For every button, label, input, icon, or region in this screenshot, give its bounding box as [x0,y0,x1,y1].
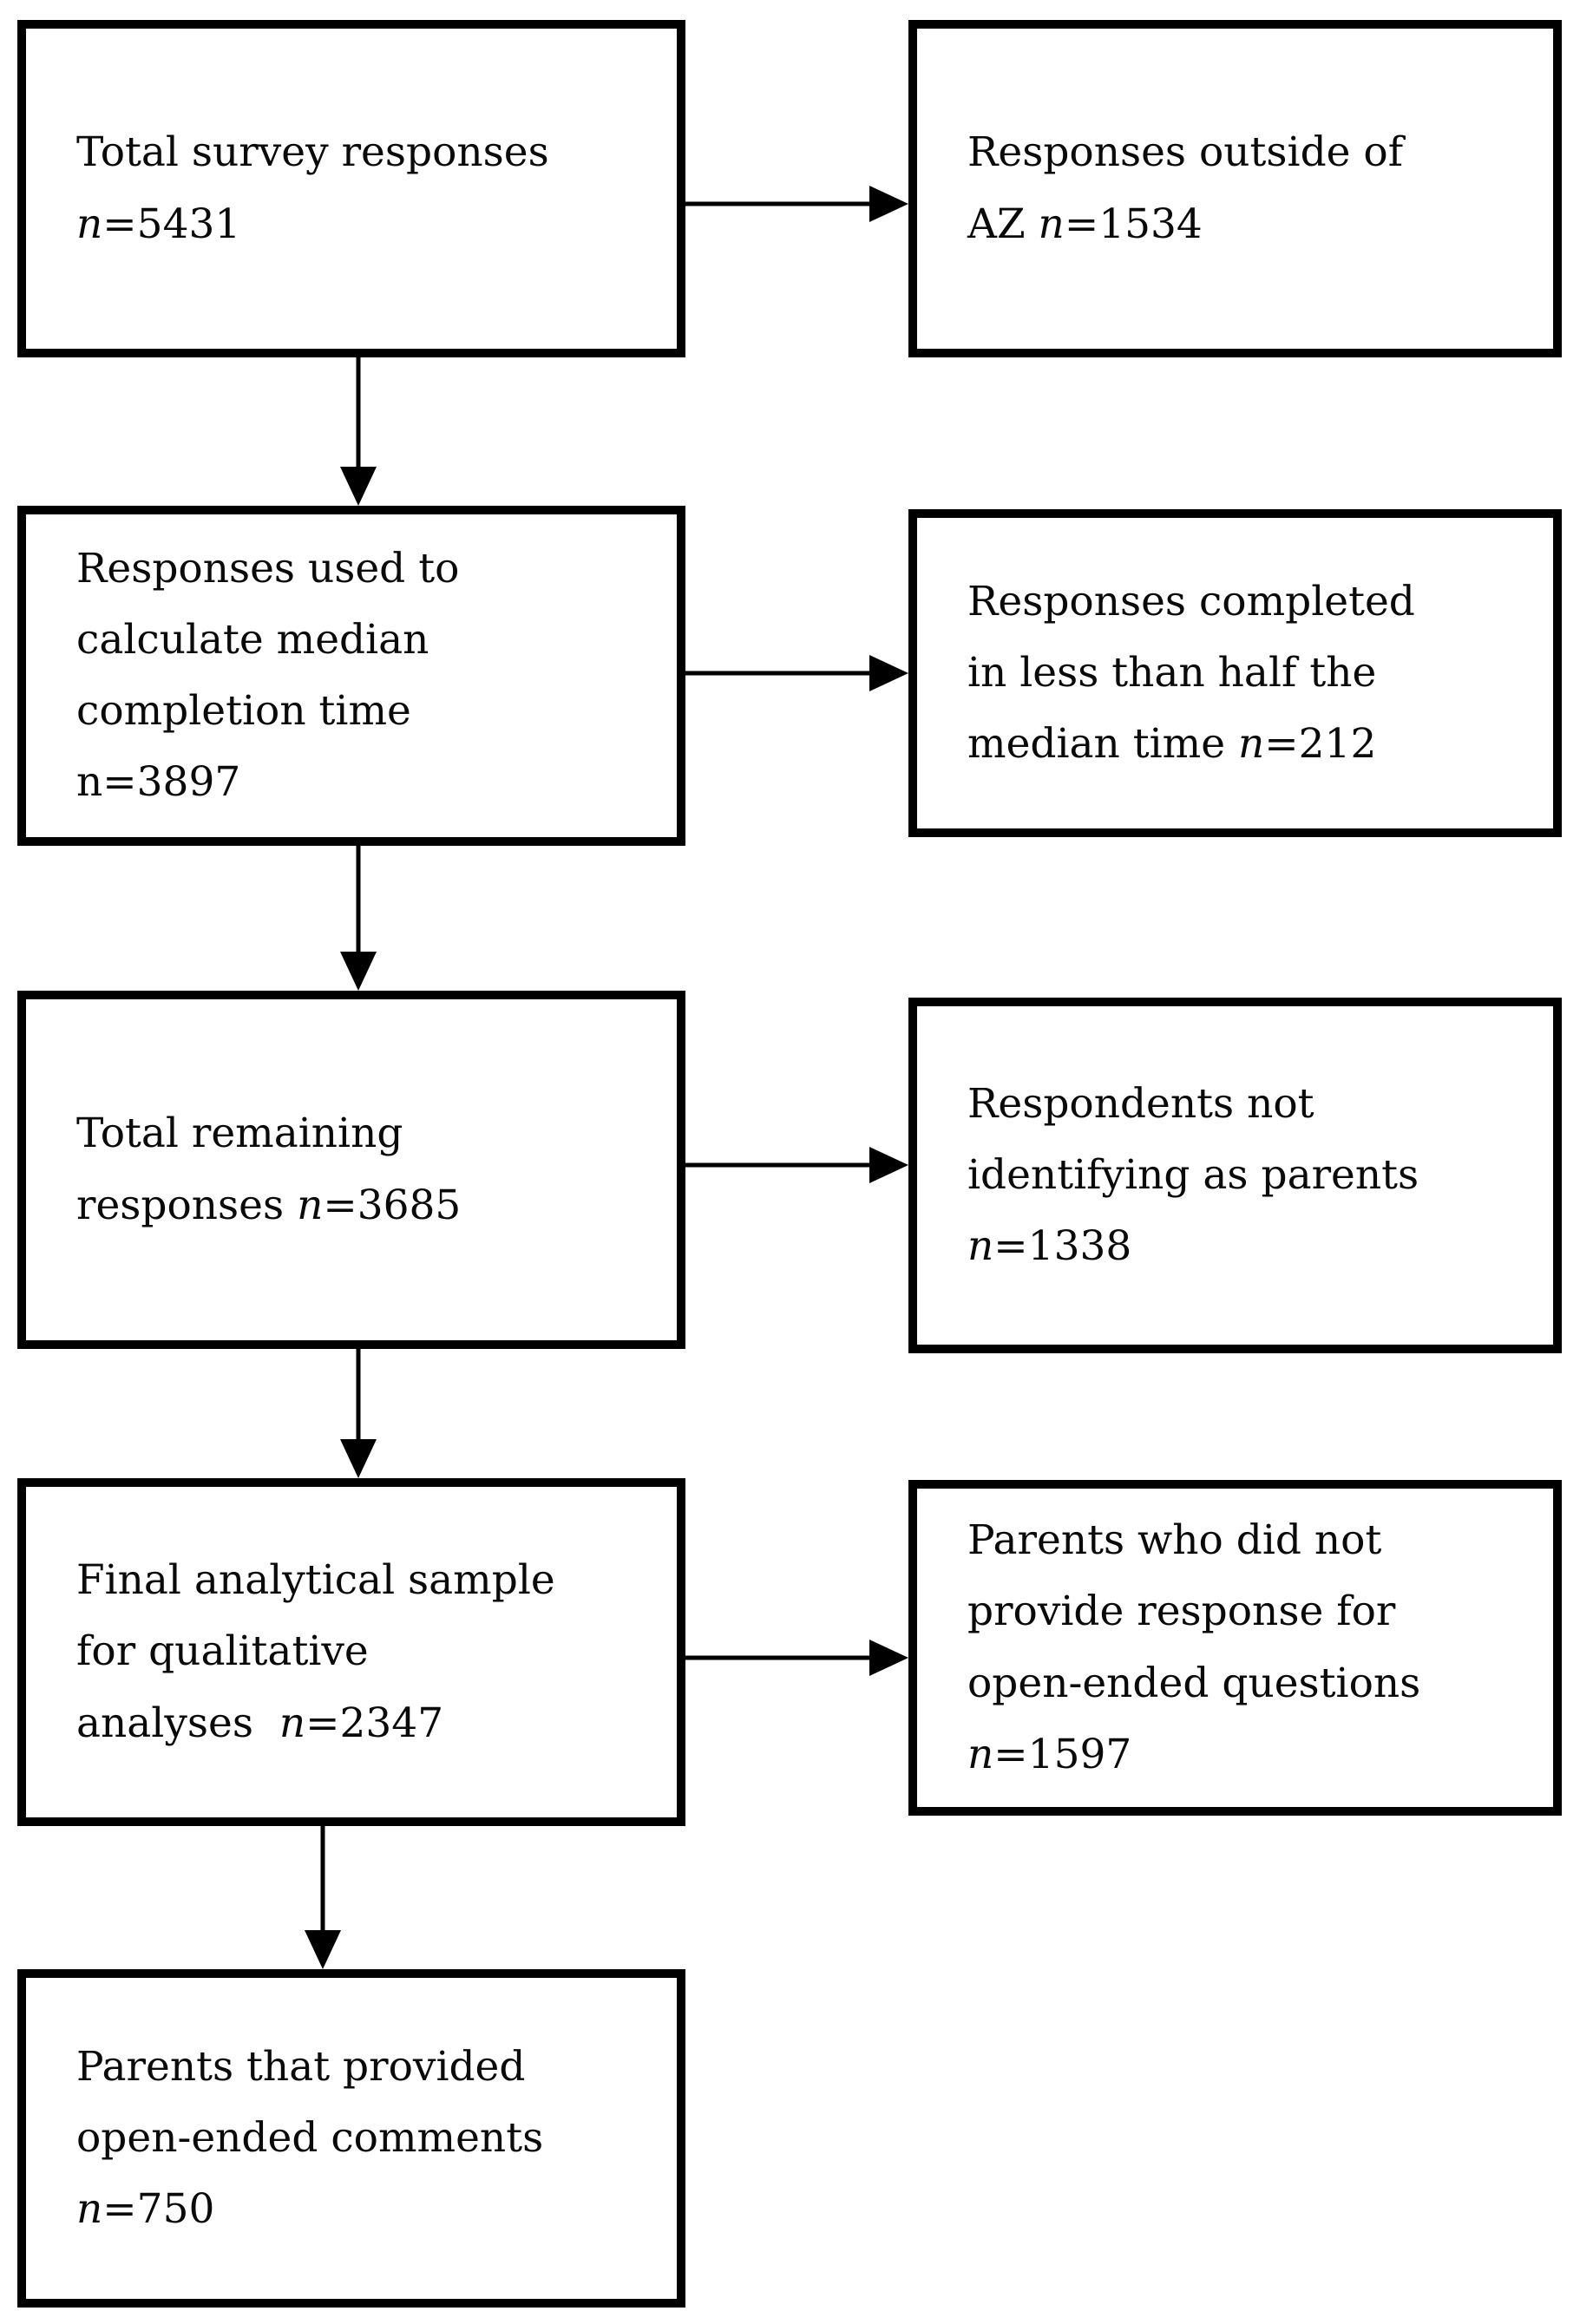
arrow-right-4 [684,1640,908,1676]
arrow-down-2-head [340,952,377,991]
arrow-right-4-head [869,1640,908,1676]
arrow-down-3-head [340,1439,377,1478]
arrow-down-3 [340,1347,377,1478]
arrow-right-3 [684,1147,908,1183]
arrow-right-2-head [869,655,908,691]
arrow-right-1 [684,186,908,222]
arrow-down-1-head [340,467,377,506]
arrow-right-3-head [869,1147,908,1183]
arrow-down-1 [340,356,377,506]
arrow-right-1-head [869,186,908,222]
arrow-down-4 [305,1824,341,1969]
arrow-down-2 [340,844,377,991]
arrow-right-2 [684,655,908,691]
arrow-down-4-head [305,1930,341,1969]
